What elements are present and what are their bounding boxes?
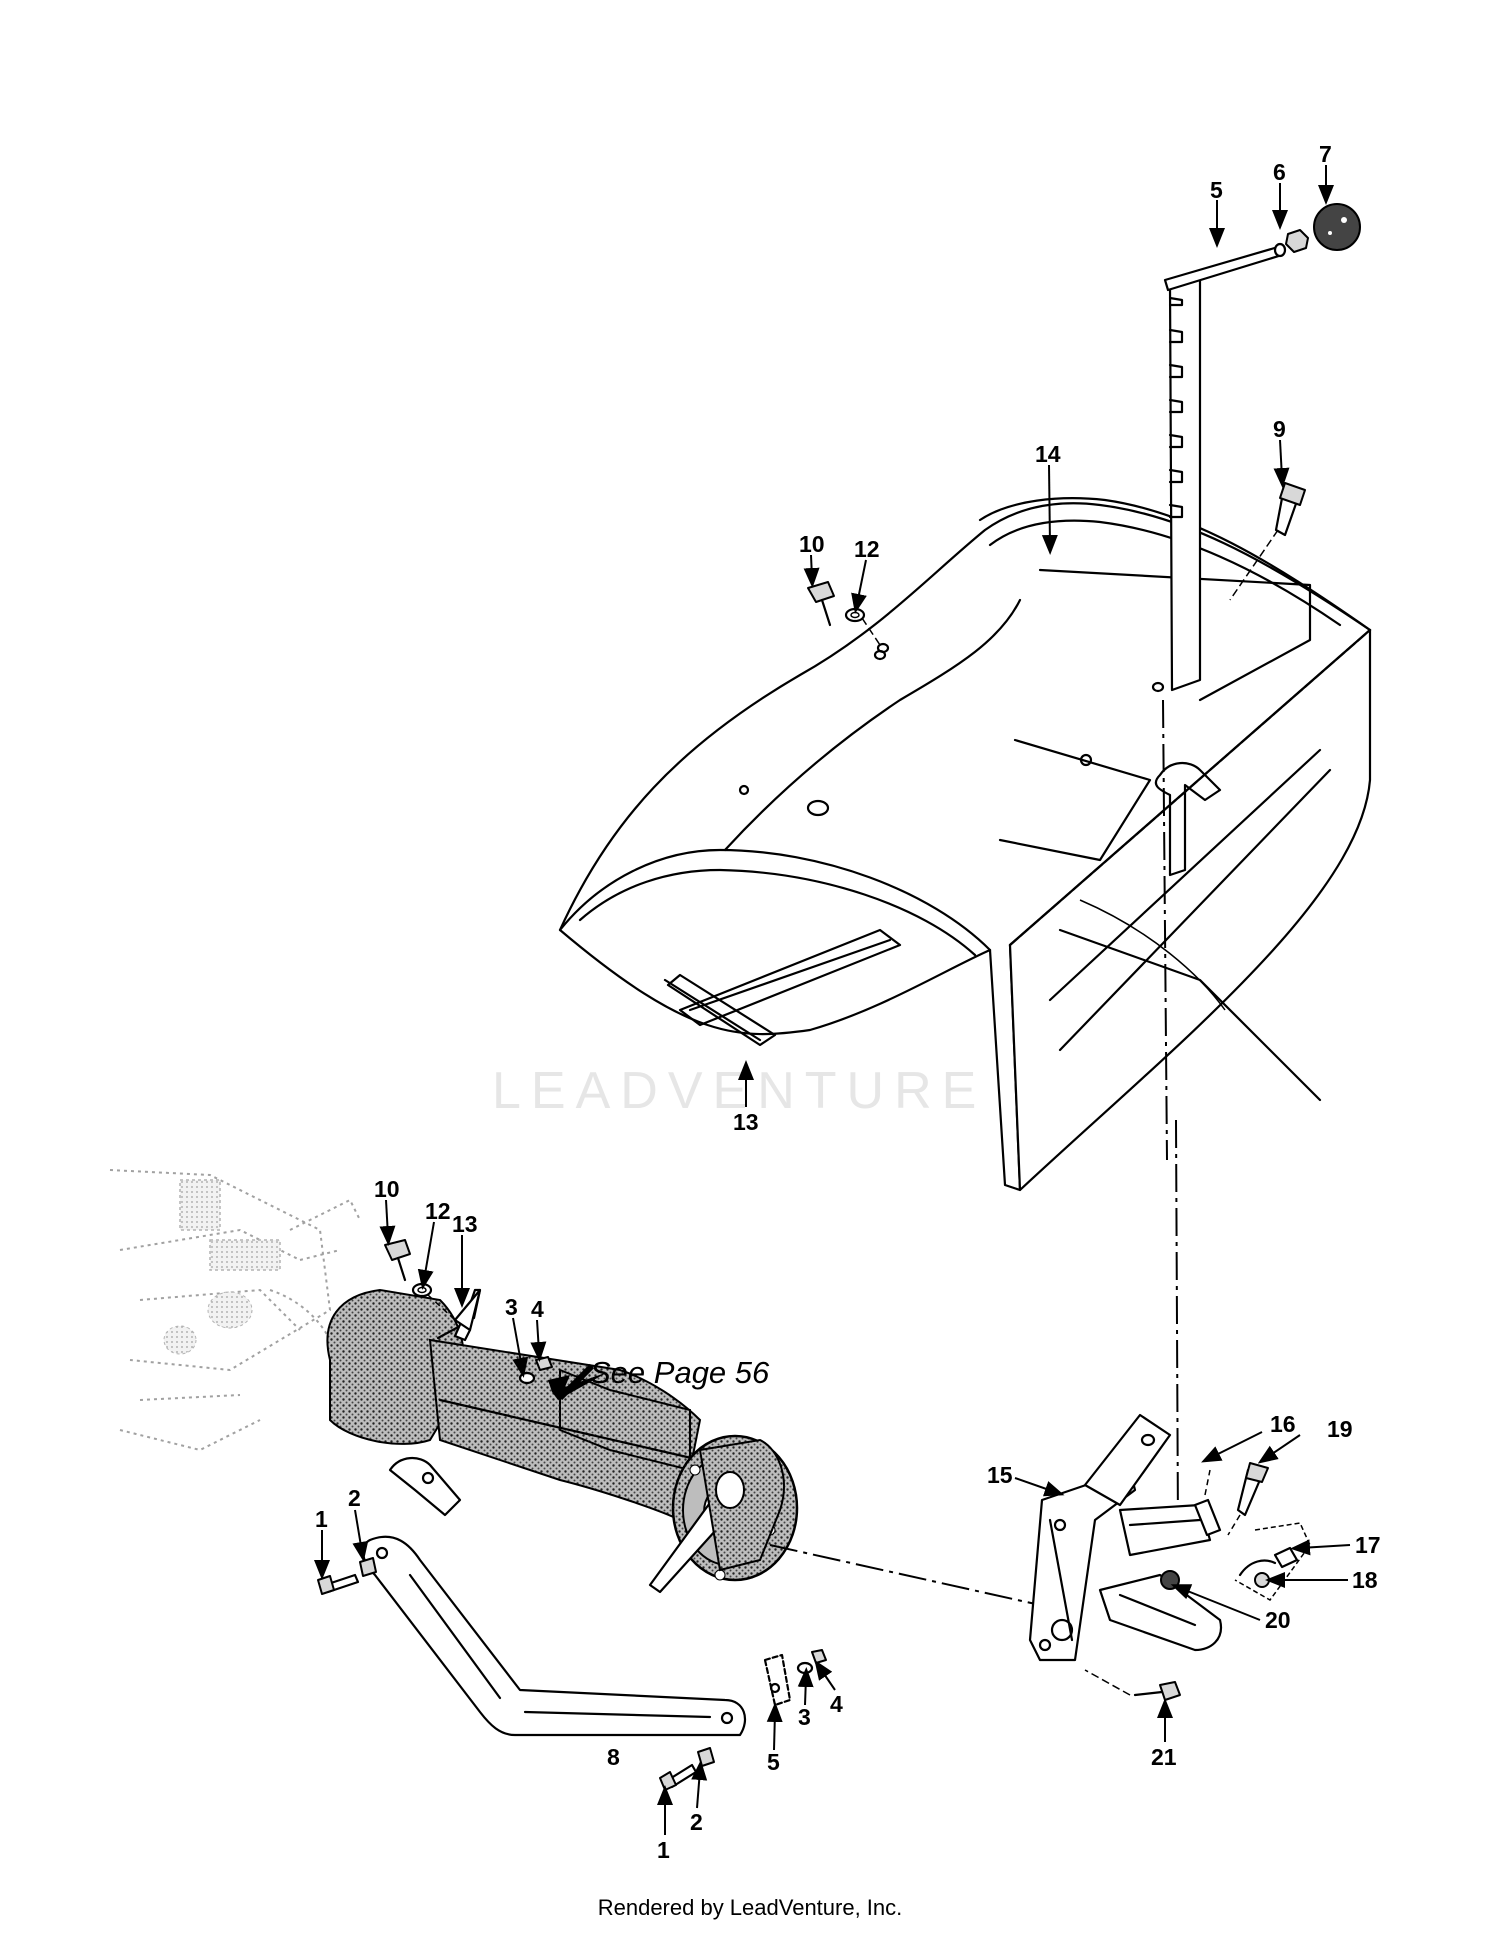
transmission (109, 1169, 1041, 1606)
tine-shield (558, 497, 1372, 1192)
callout-15: 15 (987, 1462, 1013, 1488)
callout-8: 8 (607, 1744, 620, 1770)
callout-18: 18 (1352, 1567, 1378, 1593)
callout-4-bottom: 4 (830, 1691, 843, 1717)
callout-6: 6 (1273, 159, 1286, 185)
callout-3-bottom: 3 (798, 1704, 811, 1730)
callout-labels: 5 6 7 9 14 10 12 13 10 12 13 3 4 2 1 8 5… (315, 141, 1381, 1863)
callout-13-top: 13 (733, 1109, 759, 1135)
alignment-line-vertical-2 (1175, 1119, 1179, 1531)
watermark-text: LEADVENTURE (492, 1062, 986, 1120)
callout-12-top: 12 (854, 536, 880, 562)
support-arm (362, 1457, 747, 1737)
callout-5: 5 (1210, 177, 1223, 203)
callout-9: 9 (1273, 416, 1286, 442)
watermark: LEADVENTURE (492, 1062, 986, 1120)
callout-16: 16 (1270, 1411, 1296, 1437)
callout-19: 19 (1327, 1416, 1353, 1442)
callout-2-left: 2 (348, 1485, 361, 1511)
callout-7: 7 (1319, 141, 1332, 167)
callout-10-left: 10 (374, 1176, 400, 1202)
callout-2-bottom: 2 (690, 1809, 703, 1835)
callout-10-top: 10 (799, 531, 825, 557)
footer-credit: Rendered by LeadVenture, Inc. (597, 1895, 903, 1920)
depth-bar (1151, 203, 1361, 877)
alignment-line-vertical (1162, 699, 1168, 1161)
callout-20: 20 (1265, 1607, 1291, 1633)
callout-5-bottom: 5 (767, 1749, 780, 1775)
callout-1-left: 1 (315, 1506, 328, 1532)
callout-21: 21 (1151, 1744, 1177, 1770)
callout-13-left: 13 (452, 1211, 478, 1237)
callout-4-left: 4 (531, 1296, 544, 1322)
callout-leaders (314, 165, 1351, 1835)
callout-14: 14 (1035, 441, 1061, 467)
callout-1-bottom: 1 (657, 1837, 670, 1863)
callout-12-left: 12 (425, 1198, 451, 1224)
callout-17: 17 (1355, 1532, 1381, 1558)
depth-bracket (1028, 1413, 1311, 1701)
callout-3-left: 3 (505, 1294, 518, 1320)
see-page-note: See Page 56 (590, 1355, 770, 1390)
